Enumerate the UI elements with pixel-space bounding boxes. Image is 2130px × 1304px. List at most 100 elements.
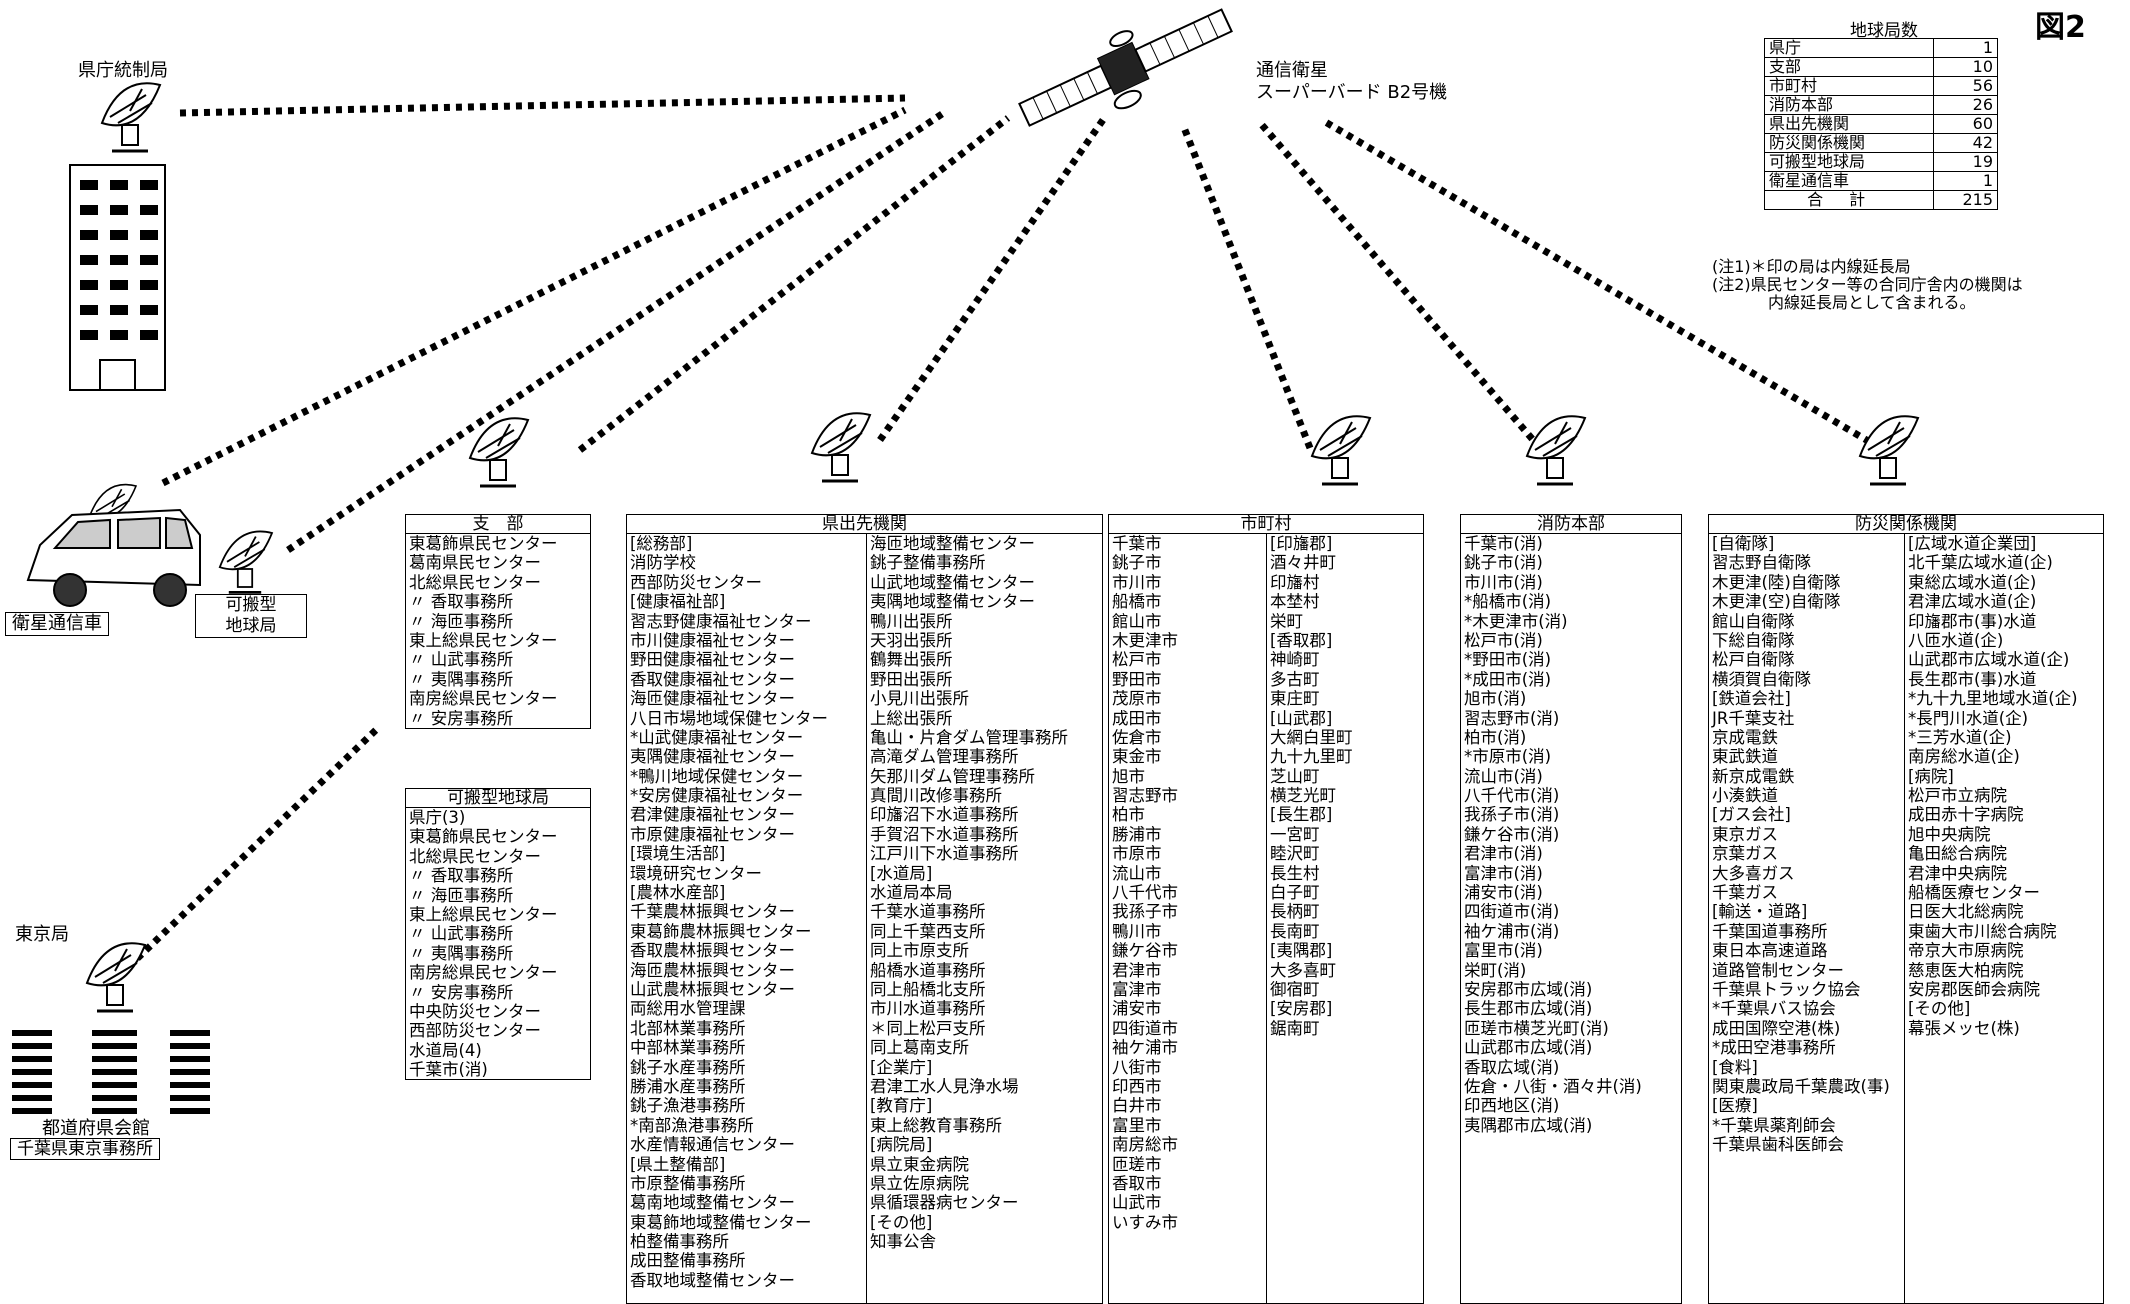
list-item: 南房総市 — [1112, 1135, 1178, 1155]
list-item: [鉄道会社] — [1712, 689, 1791, 709]
list-item: 〃 海匝事務所 — [409, 611, 514, 631]
list-item: 一宮町 — [1270, 824, 1320, 844]
list-item: 葛南県民センター — [409, 553, 541, 573]
station-type: 支部 — [1763, 57, 1935, 77]
list-item: 匝瑳市横芝光町(消) — [1464, 1018, 1609, 1038]
list-item: 旭市(消) — [1464, 689, 1527, 709]
list-item: 我孫子市(消) — [1464, 805, 1560, 825]
list-item: 勝浦水産事務所 — [630, 1076, 746, 1096]
list-item: 鴨川出張所 — [869, 611, 953, 631]
list-item: 館山市 — [1112, 611, 1162, 631]
station-type: 防災関係機関 — [1763, 133, 1935, 153]
list-item: 八街市 — [1112, 1057, 1162, 1077]
list-item: 袖ケ浦市 — [1112, 1038, 1178, 1058]
tokyo-caption-1: 都道府県会館 — [42, 1118, 150, 1139]
link-portable — [286, 109, 947, 553]
list-item: [山武郡] — [1270, 708, 1333, 728]
list-item: 香取広域(消) — [1464, 1057, 1560, 1077]
list-item: 四街道市(消) — [1464, 902, 1560, 922]
list-item: 松戸市(消) — [1464, 630, 1543, 650]
list-item: 県立佐原病院 — [869, 1173, 969, 1193]
list-item: *山武健康福祉センター — [630, 727, 804, 747]
list-item: 浦安市 — [1112, 999, 1162, 1019]
portable-box: 可搬型地球局 県庁(3)東葛飾県民センター北総県民センター〃 香取事務所〃 海匝… — [405, 788, 591, 1081]
portable-dish-icon — [218, 530, 274, 594]
list-item: 富里市(消) — [1464, 941, 1543, 961]
list-item: 野田市 — [1112, 669, 1162, 689]
list-item: [印旛郡] — [1270, 534, 1333, 553]
list-item: *千葉県バス協会 — [1712, 999, 1836, 1019]
list-item: 山武郡市広域(消) — [1464, 1038, 1593, 1058]
list-item: 東武鉄道 — [1712, 747, 1778, 767]
list-item: 木更津(陸)自衛隊 — [1712, 572, 1841, 592]
list-item: 〃 夷隅事務所 — [409, 943, 514, 963]
list-item: 環境研究センター — [630, 863, 762, 883]
branch-dish-icon — [468, 417, 530, 488]
list-item: 〃 香取事務所 — [409, 592, 514, 612]
list-item: 〃 安房事務所 — [409, 982, 514, 1002]
list-item: 鎌ケ谷市 — [1112, 941, 1178, 961]
list-item: 長生郡市(事)水道 — [1908, 669, 2037, 689]
list-item: 山武地域整備センター — [869, 572, 1035, 592]
list-item: 〃 山武事務所 — [409, 650, 514, 670]
list-item: 両総用水管理課 — [630, 999, 746, 1019]
link-tokyo — [117, 725, 381, 978]
list-item: 北千葉広域水道(企) — [1908, 553, 2053, 573]
list-item: 九十九里町 — [1270, 747, 1353, 767]
list-item: いすみ市 — [1112, 1212, 1178, 1232]
list-item: 酒々井町 — [1270, 553, 1336, 573]
portable-label: 可搬型 地球局 — [195, 594, 307, 638]
list-item: *船橋市(消) — [1464, 592, 1552, 612]
list-item: *成田市(消) — [1464, 669, 1552, 689]
list-item: 〃 香取事務所 — [409, 866, 514, 886]
list-item: 本埜村 — [1270, 592, 1320, 612]
list-item: 千葉水道事務所 — [869, 902, 986, 922]
list-item: 勝浦市 — [1112, 824, 1162, 844]
list-item: 東上総教育事務所 — [869, 1115, 1002, 1135]
link-vehicle — [161, 106, 907, 487]
list-item: 〃 山武事務所 — [409, 924, 514, 944]
station-type: 県庁 — [1763, 38, 1935, 58]
list-item: 日医大北総病院 — [1908, 902, 2024, 922]
list-item: 八千代市 — [1112, 883, 1178, 903]
station-type: 市町村 — [1763, 76, 1935, 96]
list-item: 大網白里町 — [1270, 727, 1353, 747]
list-item: 長柄町 — [1270, 902, 1320, 922]
note-1: (注1)＊印の局は内線延長局 — [1712, 257, 1911, 276]
station-count: 1 — [1933, 171, 1998, 191]
list-item: 夷隅健康福祉センター — [630, 747, 795, 767]
list-item: 鶴舞出張所 — [869, 650, 953, 670]
list-item: 市川市(消) — [1464, 572, 1543, 592]
list-item: 〃 夷隅事務所 — [409, 669, 514, 689]
branch-list: 東葛飾県民センター葛南県民センター北総県民センター〃 香取事務所〃 海匝事務所東… — [406, 534, 590, 728]
list-item: 君津工水人見浄水場 — [869, 1076, 1019, 1096]
list-item: 西部防災センター — [409, 1021, 541, 1041]
list-item: 山武市 — [1112, 1193, 1162, 1213]
note-2: (注2)県民センター等の合同庁舎内の機関は — [1712, 275, 2023, 294]
list-item: 南房総県民センター — [409, 689, 558, 709]
figure-label: 図2 — [2035, 10, 2086, 45]
list-item: 北総県民センター — [409, 846, 541, 866]
list-item: 東葛飾県民センター — [409, 534, 558, 553]
list-item: 印西市 — [1112, 1076, 1162, 1096]
list-item: 茂原市 — [1112, 689, 1162, 709]
list-item: [その他] — [869, 1212, 933, 1232]
list-item: 慈恵医大柏病院 — [1908, 960, 2024, 980]
portable-label-1: 可搬型 — [225, 595, 277, 615]
list-item: 銚子整備事務所 — [869, 553, 986, 573]
list-item: *木更津市(消) — [1464, 611, 1568, 631]
list-item: 成田国際空港(株) — [1712, 1018, 1841, 1038]
list-item: 関東農政局千葉農政(事) — [1712, 1076, 1890, 1096]
list-item: 鎌ケ谷市(消) — [1464, 824, 1560, 844]
station-type: 県出先機関 — [1763, 114, 1935, 134]
disaster-col2: [広域水道企業団]北千葉広域水道(企)東総広域水道(企)君津広域水道(企)印旛郡… — [1904, 534, 2103, 1304]
station-table-title: 地球局数 — [1850, 21, 1918, 41]
list-item: 印旛村 — [1270, 572, 1320, 592]
list-item: *安房健康福祉センター — [630, 786, 804, 806]
pref-offices-box: 県出先機関 [総務部]消防学校西部防災センター[健康福祉部]習志野健康福祉センタ… — [626, 514, 1103, 1304]
list-item: 柏整備事務所 — [630, 1232, 729, 1252]
list-item: 銚子市(消) — [1464, 553, 1543, 573]
